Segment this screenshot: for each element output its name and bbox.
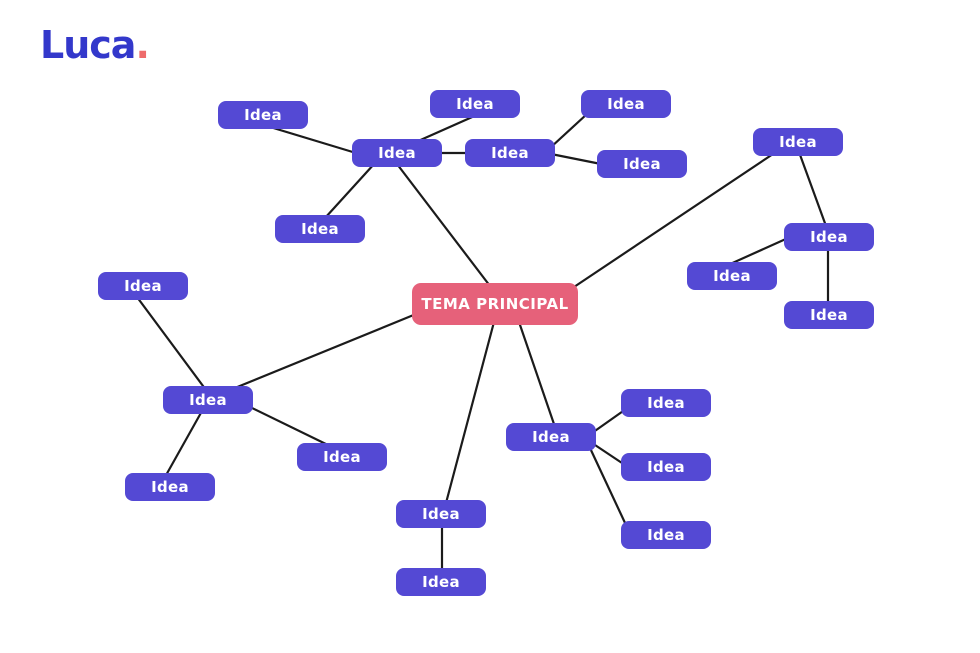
connector-line	[395, 162, 492, 288]
connector-line	[590, 407, 628, 435]
connector-line	[548, 112, 589, 150]
logo-dot: .	[135, 23, 149, 67]
connector-line	[248, 405, 332, 448]
idea-node-right-child-left: Idea	[687, 262, 777, 290]
idea-node-bottom-hub: Idea	[506, 423, 596, 451]
idea-node-top-right-mid: Idea	[597, 150, 687, 178]
idea-node-left-child-right: Idea	[297, 443, 387, 471]
idea-node-right-top: Idea	[753, 128, 843, 156]
connector-line	[517, 320, 557, 429]
connector-line	[590, 441, 627, 467]
idea-node-left-child-bottom: Idea	[125, 473, 215, 501]
idea-node-left-hub: Idea	[163, 386, 253, 414]
idea-node-top-mid: Idea	[465, 139, 555, 167]
idea-node-top-left: Idea	[218, 101, 308, 129]
connector-line	[797, 150, 828, 228]
idea-node-bottom-child-3: Idea	[621, 521, 711, 549]
connector-line	[135, 295, 208, 392]
idea-node-left-top: Idea	[98, 272, 188, 300]
connector-line	[444, 320, 496, 505]
logo-text: Luca	[40, 23, 136, 67]
idea-node-top-center-2: Idea	[581, 90, 671, 118]
connector-line	[268, 125, 358, 155]
connector-line	[323, 161, 377, 220]
connector-line	[549, 152, 603, 166]
idea-node-right-child-bottom: Idea	[784, 301, 874, 329]
connector-line	[588, 446, 628, 527]
connector-line	[726, 236, 790, 267]
idea-node-top-center-1: Idea	[430, 90, 520, 118]
idea-node-bottom-mid-child: Idea	[396, 568, 486, 596]
connector-line	[572, 150, 778, 289]
central-topic-node: TEMA PRINCIPAL	[412, 283, 578, 325]
connector-line	[163, 409, 204, 479]
luca-logo: Luca.	[40, 23, 150, 67]
connector-line	[414, 112, 481, 144]
idea-node-bottom-child-2: Idea	[621, 453, 711, 481]
idea-node-bottom-child-1: Idea	[621, 389, 711, 417]
idea-node-bottom-mid: Idea	[396, 500, 486, 528]
idea-node-top-hub-child: Idea	[275, 215, 365, 243]
idea-node-right-hub: Idea	[784, 223, 874, 251]
connector-line	[228, 312, 418, 392]
idea-node-top-hub: Idea	[352, 139, 442, 167]
